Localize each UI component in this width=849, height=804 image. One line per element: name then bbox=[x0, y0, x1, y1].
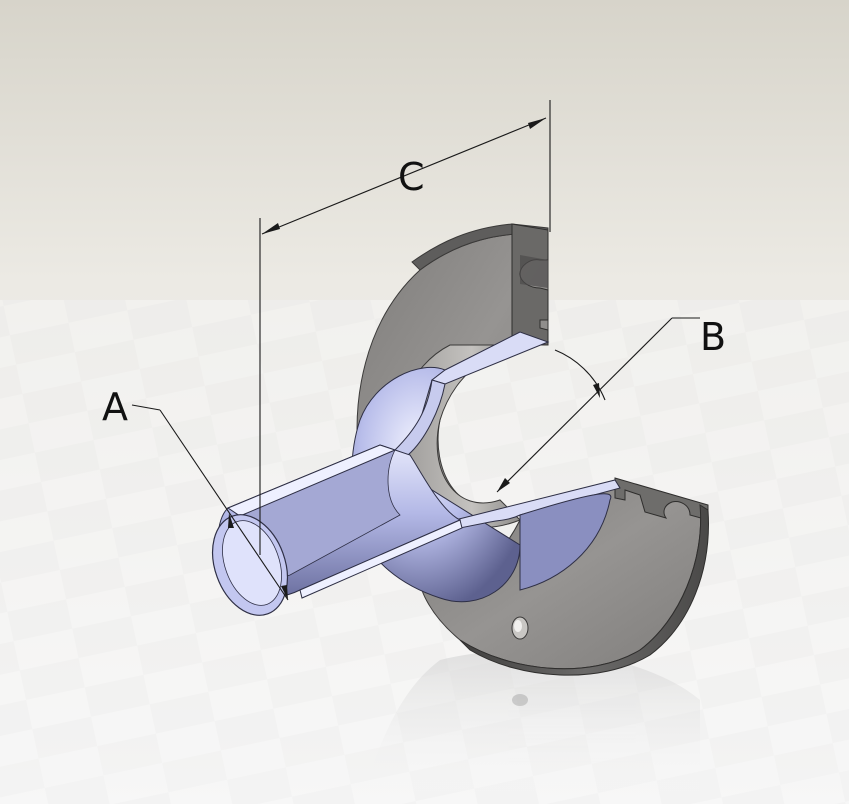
tube-upper-lip bbox=[430, 331, 550, 385]
dimension-b bbox=[496, 317, 700, 493]
dimension-label-b: B bbox=[700, 315, 726, 359]
dimension-a bbox=[131, 404, 289, 601]
flange-lower-cut bbox=[614, 477, 709, 521]
tube-cut-top bbox=[226, 444, 397, 517]
flange-lower-edge bbox=[459, 504, 709, 676]
dimension-label-c: C bbox=[398, 155, 425, 199]
dimension-c bbox=[259, 100, 551, 555]
floor-reflection bbox=[360, 650, 700, 804]
tube-part bbox=[212, 331, 621, 616]
dimension-label-a: A bbox=[102, 385, 128, 429]
tube-cut-bottom bbox=[299, 519, 463, 599]
